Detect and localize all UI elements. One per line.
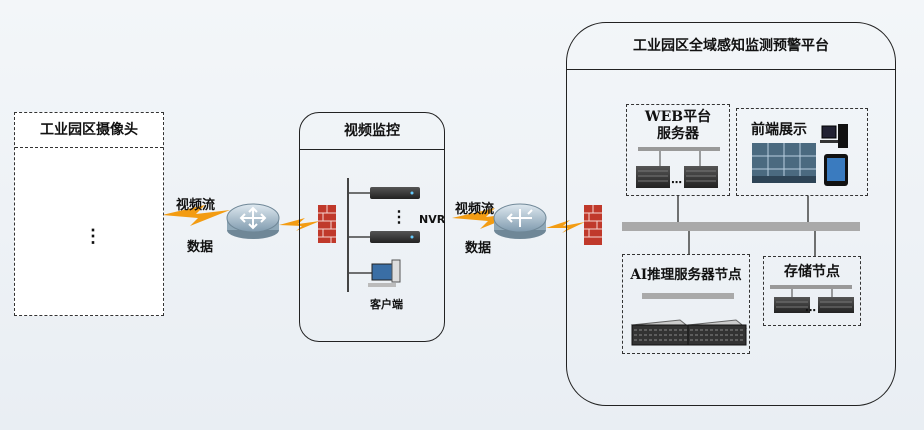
video-stream-label: 视频流 xyxy=(455,202,495,217)
storage-dots: ⋯ xyxy=(805,304,816,317)
video-monitor-box: 视频监控 xyxy=(299,112,445,342)
lightning-icon xyxy=(452,208,520,229)
rack-server-icon xyxy=(686,319,748,346)
nvr-ellipsis: ⋮ xyxy=(391,207,407,226)
video-stream-label: 视频流 xyxy=(176,198,216,213)
router-icon xyxy=(493,203,547,239)
lightning-icon xyxy=(546,220,585,233)
web-server-title-2: 服务器 xyxy=(657,126,699,142)
camera-box: 工业园区摄像头 xyxy=(14,112,164,316)
tablet-icon xyxy=(824,154,848,186)
web-server-dots: ⋯ xyxy=(671,176,682,189)
camera-ellipsis: ⋮ xyxy=(84,226,102,247)
data-label: 数据 xyxy=(465,241,492,256)
storage-node-title: 存储节点 xyxy=(784,264,840,280)
nvr-icon xyxy=(370,187,420,199)
server-icon xyxy=(636,166,670,188)
client-computer-icon xyxy=(368,259,401,287)
firewall-icon xyxy=(584,205,602,245)
frontend-box: 前端展示 xyxy=(736,108,868,196)
client-label: 客户端 xyxy=(370,298,403,311)
server-icon xyxy=(774,297,810,313)
nvr-icon xyxy=(370,231,420,243)
data-label: 数据 xyxy=(187,240,214,255)
server-icon xyxy=(684,166,718,188)
web-server-box: WEB平台 服务器 xyxy=(626,104,730,196)
frontend-title: 前端展示 xyxy=(751,122,807,138)
ai-node-title: AI推理服务器节点 xyxy=(630,267,742,283)
video-monitor-title: 视频监控 xyxy=(300,113,444,150)
server-icon xyxy=(818,297,854,313)
storage-node-box: 存储节点 xyxy=(763,256,861,326)
desktop-computer-icon xyxy=(820,124,848,148)
video-wall-icon xyxy=(752,143,816,183)
platform-title: 工业园区全域感知监测预警平台 xyxy=(567,23,895,70)
firewall-icon xyxy=(318,205,336,243)
camera-box-title: 工业园区摄像头 xyxy=(15,113,163,148)
nvr-label: NVR xyxy=(419,213,446,226)
web-server-title-1: WEB平台 xyxy=(644,109,712,125)
platform-box: 工业园区全域感知监测预警平台 xyxy=(566,22,896,406)
ai-node-box: AI推理服务器节点 xyxy=(622,254,750,354)
router-icon xyxy=(226,203,280,239)
lightning-icon xyxy=(162,205,230,226)
